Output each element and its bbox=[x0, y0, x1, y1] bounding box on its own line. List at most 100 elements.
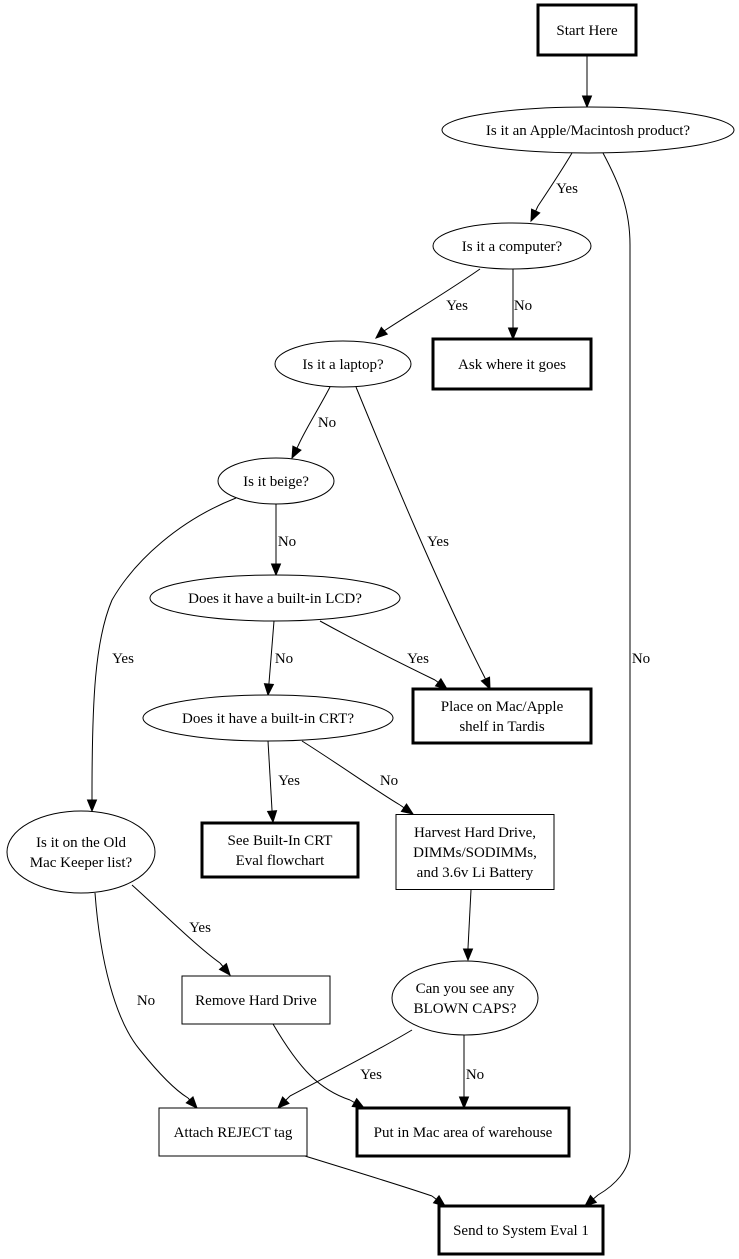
node-beige[interactable]: Is it beige? bbox=[217, 457, 335, 505]
edge-laptop-beige bbox=[291, 386, 331, 460]
edge-label-no: No bbox=[275, 651, 293, 667]
node-label: DIMMs/SODIMMs, bbox=[413, 845, 537, 861]
node-eval1[interactable]: Send to System Eval 1 bbox=[437, 1204, 605, 1256]
terminal-box bbox=[437, 1204, 605, 1256]
edge-line bbox=[267, 740, 273, 811]
node-computer[interactable]: Is it a computer? bbox=[432, 222, 592, 270]
edge-start-apple bbox=[581, 55, 593, 109]
edge-computer-ask bbox=[507, 269, 519, 341]
edge-line bbox=[268, 620, 275, 684]
edge-label-yes: Yes bbox=[278, 773, 300, 789]
arrowhead-icon bbox=[507, 327, 519, 341]
edge-caps-warehouse bbox=[458, 1035, 470, 1110]
edge-keeper-removehd bbox=[131, 884, 231, 977]
edge-label-yes: Yes bbox=[407, 651, 429, 667]
node-label: Harvest Hard Drive, bbox=[414, 825, 536, 841]
edge-apple-eval1 bbox=[583, 152, 631, 1207]
decision-ellipse bbox=[432, 222, 592, 270]
decision-ellipse bbox=[391, 960, 539, 1036]
node-label: Put in Mac area of warehouse bbox=[374, 1125, 553, 1141]
arrowhead-icon bbox=[263, 683, 275, 697]
edge-beige-keeper bbox=[86, 497, 237, 813]
node-lcd[interactable]: Does it have a built-in LCD? bbox=[149, 574, 401, 622]
node-label: Is it beige? bbox=[243, 474, 309, 490]
process-box bbox=[181, 975, 331, 1025]
node-reject[interactable]: Attach REJECT tag bbox=[158, 1107, 308, 1157]
node-label: Place on Mac/Apple bbox=[441, 699, 564, 715]
node-label: Is it a computer? bbox=[462, 239, 563, 255]
node-laptop[interactable]: Is it a laptop? bbox=[274, 340, 412, 388]
node-label: Ask where it goes bbox=[458, 357, 566, 373]
edge-label-yes: Yes bbox=[189, 920, 211, 936]
edge-crt-crtflow bbox=[266, 740, 278, 824]
arrowhead-icon bbox=[458, 1096, 470, 1110]
edge-line bbox=[301, 740, 401, 806]
node-label: Remove Hard Drive bbox=[195, 993, 317, 1009]
node-label: Start Here bbox=[556, 23, 618, 39]
edge-line bbox=[355, 386, 486, 679]
node-label: Mac Keeper list? bbox=[30, 855, 133, 871]
edge-line bbox=[91, 497, 237, 796]
decision-ellipse bbox=[149, 574, 401, 622]
edge-label-no: No bbox=[137, 993, 155, 1009]
edge-lcd-crt bbox=[263, 620, 275, 697]
arrowhead-icon bbox=[462, 948, 474, 962]
node-label: Attach REJECT tag bbox=[174, 1125, 293, 1141]
terminal-box bbox=[411, 687, 593, 745]
edge-line bbox=[467, 889, 472, 949]
edge-line bbox=[94, 892, 189, 1099]
edge-keeper-reject bbox=[94, 892, 198, 1109]
edge-label-no: No bbox=[380, 773, 398, 789]
edge-label-no: No bbox=[466, 1067, 484, 1083]
edge-line bbox=[319, 620, 436, 681]
edge-harvest-caps bbox=[462, 889, 474, 962]
edge-label-no: No bbox=[632, 651, 650, 667]
edge-crt-harvest bbox=[301, 740, 415, 815]
edge-line bbox=[597, 152, 631, 1196]
decision-ellipse bbox=[6, 810, 156, 894]
arrowhead-icon bbox=[480, 676, 491, 691]
arrowhead-icon bbox=[218, 962, 231, 977]
node-label: Does it have a built-in CRT? bbox=[182, 711, 354, 727]
node-label: Is it an Apple/Macintosh product? bbox=[486, 123, 690, 139]
arrowhead-icon bbox=[583, 1194, 598, 1207]
edge-label-no: No bbox=[318, 415, 336, 431]
arrowhead-icon bbox=[266, 810, 278, 824]
node-label: BLOWN CAPS? bbox=[414, 1001, 517, 1017]
node-harvest[interactable]: Harvest Hard Drive,DIMMs/SODIMMs,and 3.6… bbox=[395, 814, 555, 890]
terminal-box bbox=[200, 821, 360, 879]
edge-label-yes: Yes bbox=[446, 298, 468, 314]
edge-label-yes: Yes bbox=[360, 1067, 382, 1083]
node-ask[interactable]: Ask where it goes bbox=[431, 337, 593, 391]
node-crt[interactable]: Does it have a built-in CRT? bbox=[142, 694, 394, 742]
terminal-box bbox=[536, 3, 638, 57]
node-warehouse[interactable]: Put in Mac area of warehouse bbox=[355, 1106, 571, 1158]
terminal-box bbox=[431, 337, 593, 391]
node-label: Eval flowchart bbox=[236, 853, 326, 869]
edge-line bbox=[383, 268, 481, 332]
node-start[interactable]: Start Here bbox=[536, 3, 638, 57]
edge-line bbox=[131, 884, 221, 964]
arrowhead-icon bbox=[277, 1096, 290, 1109]
arrowhead-icon bbox=[270, 563, 282, 577]
arrowhead-icon bbox=[291, 445, 302, 460]
decision-ellipse bbox=[142, 694, 394, 742]
arrowhead-icon bbox=[434, 677, 449, 690]
node-label: Can you see any bbox=[416, 981, 515, 997]
arrowhead-icon bbox=[530, 208, 541, 223]
arrowhead-icon bbox=[185, 1095, 198, 1109]
edge-reject-eval1 bbox=[304, 1155, 447, 1207]
edge-line bbox=[272, 1023, 351, 1101]
node-apple[interactable]: Is it an Apple/Macintosh product? bbox=[441, 106, 735, 154]
node-label: Is it on the Old bbox=[36, 835, 126, 851]
decision-ellipse bbox=[217, 457, 335, 505]
node-removehd[interactable]: Remove Hard Drive bbox=[181, 975, 331, 1025]
edge-label-yes: Yes bbox=[427, 534, 449, 550]
arrowhead-icon bbox=[581, 95, 593, 109]
